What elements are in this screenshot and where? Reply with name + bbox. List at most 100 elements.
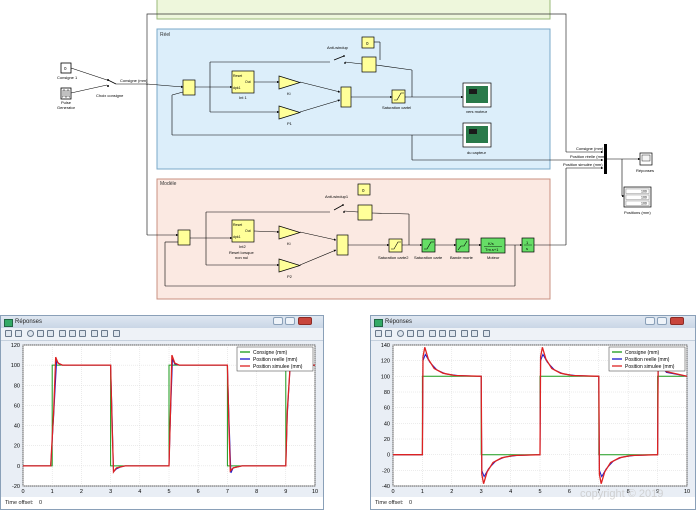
moteur-block[interactable] [480,237,506,254]
top-subsystem[interactable] [156,0,551,20]
time-offset-label: Time offset: [375,500,404,506]
output-consigne-label: Consigne (mm) [576,146,604,151]
zoom-y-icon[interactable] [47,330,54,337]
x-tick-label: 0 [21,489,24,495]
series-line-3 [23,354,315,474]
scope-1-toolbar [1,328,323,341]
x-tick-label: 8 [627,489,630,495]
save-axes-icon[interactable] [69,330,76,337]
modele-sum2-block[interactable] [336,234,349,256]
y-tick-label: 40 [384,421,390,427]
x-tick-label: 5 [538,489,541,495]
reel-int-label: Int 1 [239,95,248,100]
y-tick-label: 80 [14,383,20,389]
autoscale-icon[interactable] [59,330,66,337]
lock-icon[interactable] [101,330,108,337]
y-tick-label: 100 [381,374,390,380]
restore-axes-icon[interactable] [449,330,456,337]
zoom-in-icon[interactable] [27,330,34,337]
close-button[interactable] [298,317,312,325]
parameters-icon[interactable] [15,330,22,337]
modele-anti-windup-label: Anti-windup1 [325,194,349,199]
scope-app-icon [4,319,13,327]
x-tick-label: 3 [480,489,483,495]
floating-scope-icon[interactable] [461,330,468,337]
daq-card-icon-2 [466,126,488,143]
parameters-icon[interactable] [385,330,392,337]
lock-icon[interactable] [471,330,478,337]
modele-sum-block[interactable] [177,229,191,246]
modele-saturation-cartel-block[interactable] [388,238,403,253]
scope-app-icon [374,319,383,327]
consigne-mm-label: Consigne (mm) [120,78,148,83]
watermark: copyright © 2019 [580,488,664,500]
floating-scope-icon[interactable] [91,330,98,337]
reel-sum2-block[interactable] [340,86,352,108]
mux-block[interactable] [604,144,607,174]
scope-1-titlebar[interactable]: Réponses [1,316,323,328]
modele-sum3-block[interactable] [357,204,373,221]
reel-saturation-block[interactable] [391,89,406,104]
time-offset-value: 0 [38,500,43,506]
legend-entry: Position reelle (mm) [625,357,670,363]
display-value-3: 100 [641,202,647,206]
close-button[interactable] [670,317,684,325]
legend-entry: Position simulee (mm) [625,364,675,370]
legend-entry: Position reelle (mm) [253,357,298,363]
signal-selection-icon[interactable] [113,330,120,337]
maximize-button[interactable] [285,317,295,325]
modele-saturation-carte-block[interactable] [421,238,436,253]
svg-text:1: 1 [526,240,529,245]
minimize-button[interactable] [645,317,655,325]
y-tick-label: -20 [382,468,390,474]
reel-sum3-block[interactable] [361,56,377,73]
y-tick-label: 0 [387,453,390,459]
x-tick-label: 10 [684,489,690,495]
y-tick-label: 20 [14,444,20,450]
choix-consigne-switch[interactable] [107,79,117,87]
modele-int-port-reset: Reset [233,223,242,227]
output-position-reelle-label: Position réelle (mm) [570,154,606,159]
y-tick-label: -40 [382,484,390,490]
print-icon[interactable] [375,330,382,337]
restore-axes-icon[interactable] [79,330,86,337]
modele-gain-p-block[interactable] [278,258,302,273]
scope-icon [641,154,651,162]
reel-int-port-reset: Reset [233,74,242,78]
zoom-y-icon[interactable] [417,330,424,337]
scope-label: Réponses [636,168,654,173]
print-icon[interactable] [5,330,12,337]
maximize-button[interactable] [657,317,667,325]
reel-anti-windup-switch[interactable] [333,55,346,64]
zoom-in-icon[interactable] [397,330,404,337]
reel-sum-block[interactable] [182,79,196,96]
zoom-x-icon[interactable] [37,330,44,337]
pulse-generator-block[interactable] [60,87,72,100]
zoom-x-icon[interactable] [407,330,414,337]
scope-2-titlebar[interactable]: Réponses [371,316,695,328]
reel-gain-p-label: P1 [287,121,293,126]
modele-gain-i-block[interactable] [278,225,302,240]
moteur-tf-num: K/s [488,241,494,246]
autoscale-icon[interactable] [429,330,436,337]
modele-const-block[interactable] [357,183,371,196]
legend-entry: Position simulee (mm) [253,364,303,370]
scope-2-footer: Time offset: 0 [371,497,695,509]
display-label: Positions (mm) [624,210,651,215]
signal-selection-icon[interactable] [483,330,490,337]
x-tick-label: 9 [656,489,659,495]
minimize-button[interactable] [273,317,283,325]
time-offset-value: 0 [408,500,413,506]
reel-gain-i-block[interactable] [278,75,302,90]
output-position-simulee-label: Position simulée (mm) [563,162,603,167]
save-axes-icon[interactable] [439,330,446,337]
display-value-1: 100 [641,190,647,194]
reel-gain-p-block[interactable] [278,105,302,120]
reel-const-block[interactable] [361,36,375,49]
bande-morte-block[interactable] [455,238,470,253]
modele-anti-windup-switch[interactable] [333,204,345,213]
